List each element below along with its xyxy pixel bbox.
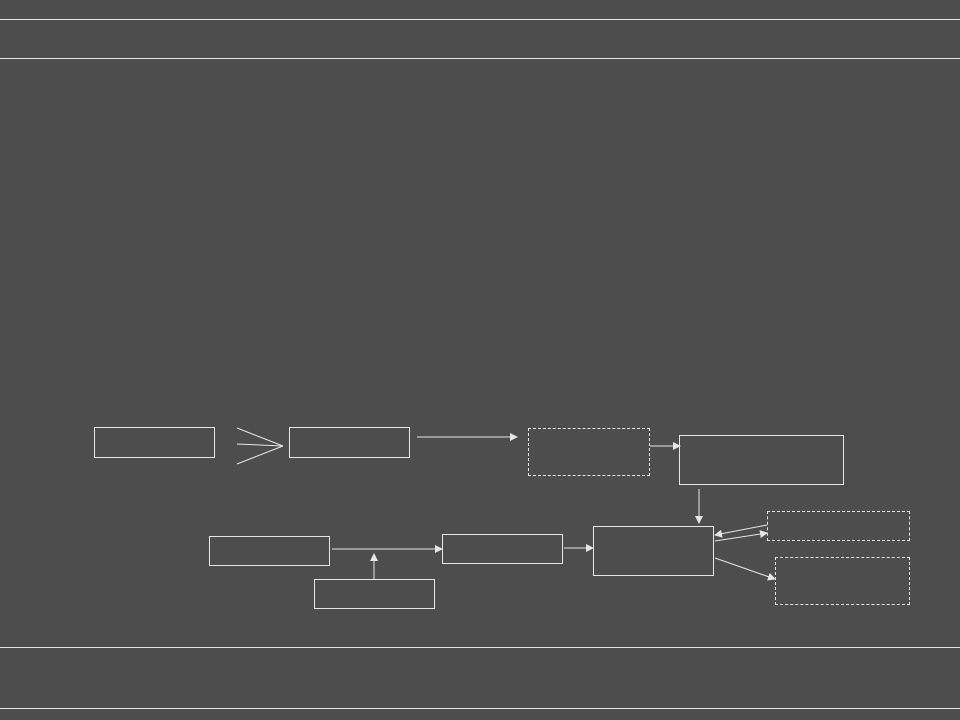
diagram-box-7 xyxy=(442,534,563,564)
diagram-box-1 xyxy=(94,427,215,458)
diagram-box-2 xyxy=(289,427,410,458)
diagram-box-5 xyxy=(209,536,330,566)
edge-b8-b9 xyxy=(714,530,768,542)
header-top-rule xyxy=(0,19,960,20)
header-bottom-rule xyxy=(0,58,960,59)
edge-b8-b10 xyxy=(714,557,776,581)
chevron-connector xyxy=(236,427,284,465)
footer-top-rule xyxy=(0,647,960,648)
footer-bottom-rule xyxy=(0,708,960,709)
diagram-box-10-dashed xyxy=(775,557,910,605)
diagram-box-4 xyxy=(679,435,844,485)
edge-b9-b8 xyxy=(714,524,768,538)
diagram-box-3-dashed xyxy=(528,428,650,476)
diagram-box-9-dashed xyxy=(767,511,910,541)
diagram-box-6 xyxy=(314,579,435,609)
diagram-box-8 xyxy=(593,526,714,576)
